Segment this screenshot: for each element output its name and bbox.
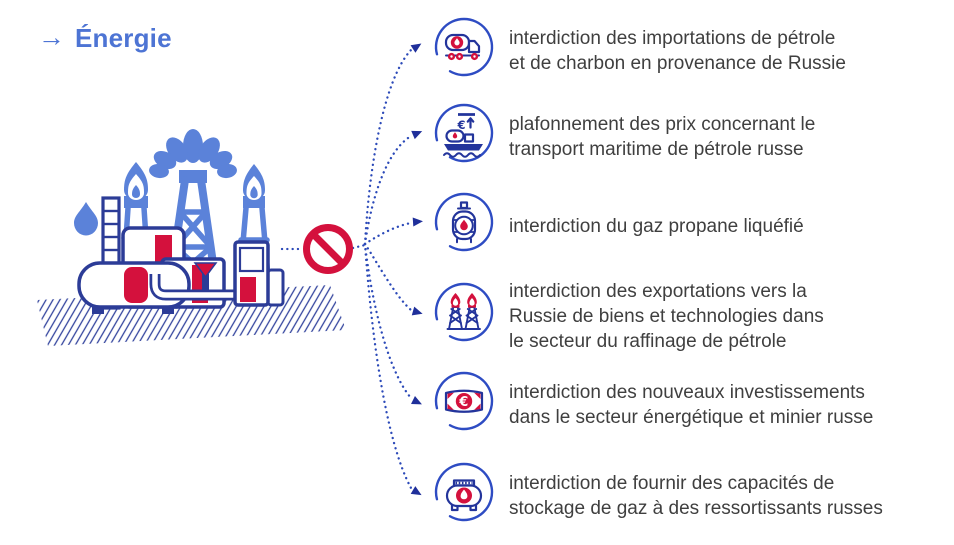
text-line: dans le secteur énergétique et minier ru… [509, 407, 874, 428]
pump-cabinet [233, 240, 285, 307]
tanker-truck-icon [434, 17, 494, 77]
no-entry-icon [303, 224, 353, 274]
arrow-right-icon: → [38, 22, 65, 52]
oil-derricks-flames-icon [434, 282, 494, 342]
list-item: interdiction du gaz propane liquéfié [433, 191, 804, 253]
svg-text:€: € [458, 395, 468, 410]
page-title-label: Énergie [75, 22, 172, 53]
list-item: € interdiction des nouveaux investisseme… [433, 370, 873, 432]
drop-icon [74, 202, 98, 236]
list-item: interdiction des exportations vers la Ru… [433, 272, 824, 352]
flame-icon [243, 164, 265, 200]
item-text: interdiction des exportations vers la Ru… [509, 279, 824, 354]
oil-tanker-ship-price-cap-icon: € [434, 103, 494, 163]
item-text: plafonnement des prix concernant le tran… [509, 112, 815, 162]
euro-banknote-icon: € [434, 371, 494, 431]
svg-text:€: € [457, 118, 466, 132]
text-line: plafonnement des prix concernant le [509, 114, 816, 135]
flame-icon [124, 162, 148, 200]
item-text: interdiction des importations de pétrole… [509, 26, 846, 76]
oil-gusher [149, 129, 237, 179]
horizontal-tank [77, 261, 191, 314]
oil-gas-facility-illustration [37, 129, 346, 346]
arrowhead-icons [410, 43, 423, 496]
gas-storage-tank-icon [434, 462, 494, 522]
text-line: interdiction de fournir des capacités de [509, 473, 835, 494]
text-line: interdiction des nouveaux investissement… [509, 382, 865, 403]
item-text: interdiction de fournir des capacités de… [509, 471, 883, 521]
connector-lines [280, 43, 423, 496]
item-text: interdiction des nouveaux investissement… [509, 380, 873, 430]
text-line: Russie de biens et technologies dans [509, 305, 824, 327]
page-title: → Énergie [38, 24, 172, 51]
text-line: interdiction des importations de pétrole [509, 28, 836, 49]
item-text: interdiction du gaz propane liquéfié [509, 214, 804, 239]
list-item: interdiction des importations de pétrole… [433, 16, 846, 78]
text-line: interdiction du gaz propane liquéfié [509, 215, 804, 237]
list-item: € plafonnement des prix concernant le tr… [433, 102, 815, 164]
text-line: le secteur du raffinage de pétrole [509, 330, 787, 352]
propane-gas-cylinder-icon [434, 192, 494, 252]
text-line: et de charbon en provenance de Russie [509, 53, 846, 74]
list-item: interdiction de fournir des capacités de… [433, 461, 883, 523]
text-line: interdiction des exportations vers la [509, 280, 807, 302]
text-line: transport maritime de pétrole russe [509, 139, 804, 160]
text-line: stockage de gaz à des ressortissants rus… [509, 498, 883, 519]
